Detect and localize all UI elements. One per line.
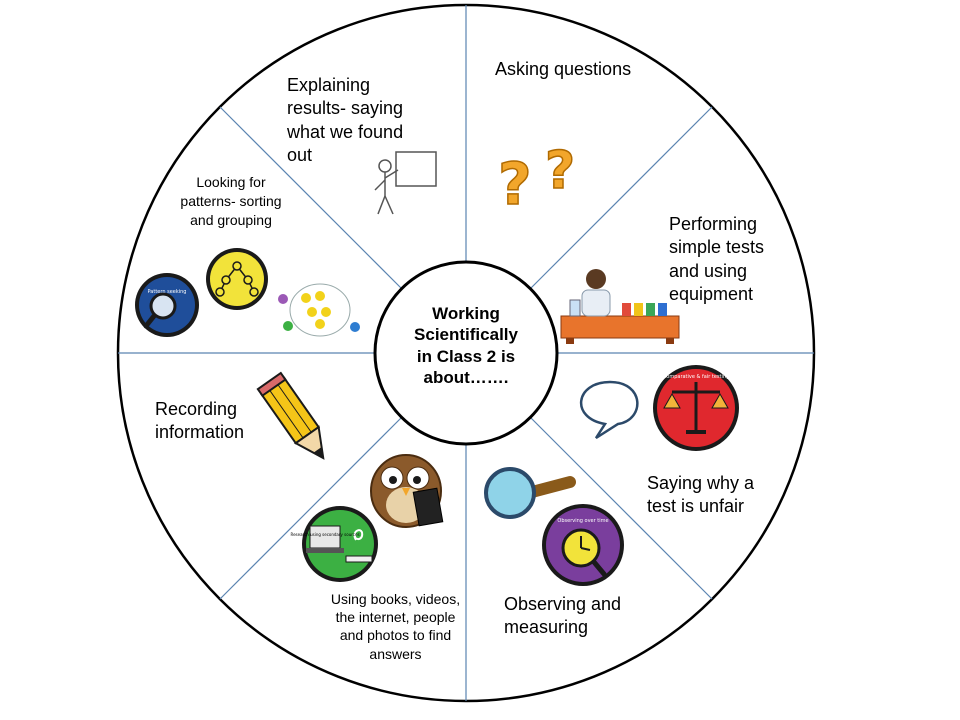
pattern-seeking-badge-icon: Pattern seeking (135, 273, 199, 337)
scientist-with-beakers-icon (560, 269, 680, 344)
segment-label-recording: Recording information (155, 399, 245, 443)
speech-bubble-icon (579, 380, 639, 440)
svg-text:?: ? (498, 150, 532, 218)
segment-label-asking: Asking questions (495, 59, 632, 79)
badge-label-research: Research using secondary sources (290, 532, 359, 537)
badge-label-observing: Observing over time (557, 518, 608, 524)
segment-label-performing: Performing simple tests and using equipm… (669, 214, 765, 305)
svg-text:?: ? (545, 141, 575, 201)
comparative-fair-testing-badge-icon: Comparative & fair testing (653, 365, 739, 451)
segment-label-researching: Using books, videos, the internet, peopl… (330, 591, 461, 662)
owl-with-tablet-icon (370, 454, 444, 528)
pencil-icon (256, 371, 325, 460)
badge-label-pattern: Pattern seeking (148, 289, 187, 295)
center-circle (373, 260, 559, 446)
segment-dividers (118, 5, 814, 701)
counting-bears-icon (278, 283, 360, 337)
center-title: Working Scientifically in Class 2 is abo… (414, 304, 518, 387)
segment-label-explaining: Explaining results- saying what we found… (287, 75, 404, 166)
badge-label-comparative: Comparative & fair testing (663, 374, 729, 380)
question-marks-icon: ? ? (497, 140, 576, 219)
identifying-classifying-grouping-badge-icon (206, 248, 268, 310)
observing-over-time-badge-icon: Observing over time (542, 504, 624, 586)
magnifying-glass-icon (484, 467, 576, 519)
segment-label-observing: Observing and measuring (504, 594, 622, 638)
teacher-at-board-icon (374, 151, 437, 215)
research-secondary-sources-badge-icon: Research using secondary sources (290, 506, 378, 582)
segment-label-patterns: Looking for patterns- sorting and groupi… (180, 174, 282, 228)
segment-label-fair: Saying why a test is unfair (647, 473, 755, 517)
